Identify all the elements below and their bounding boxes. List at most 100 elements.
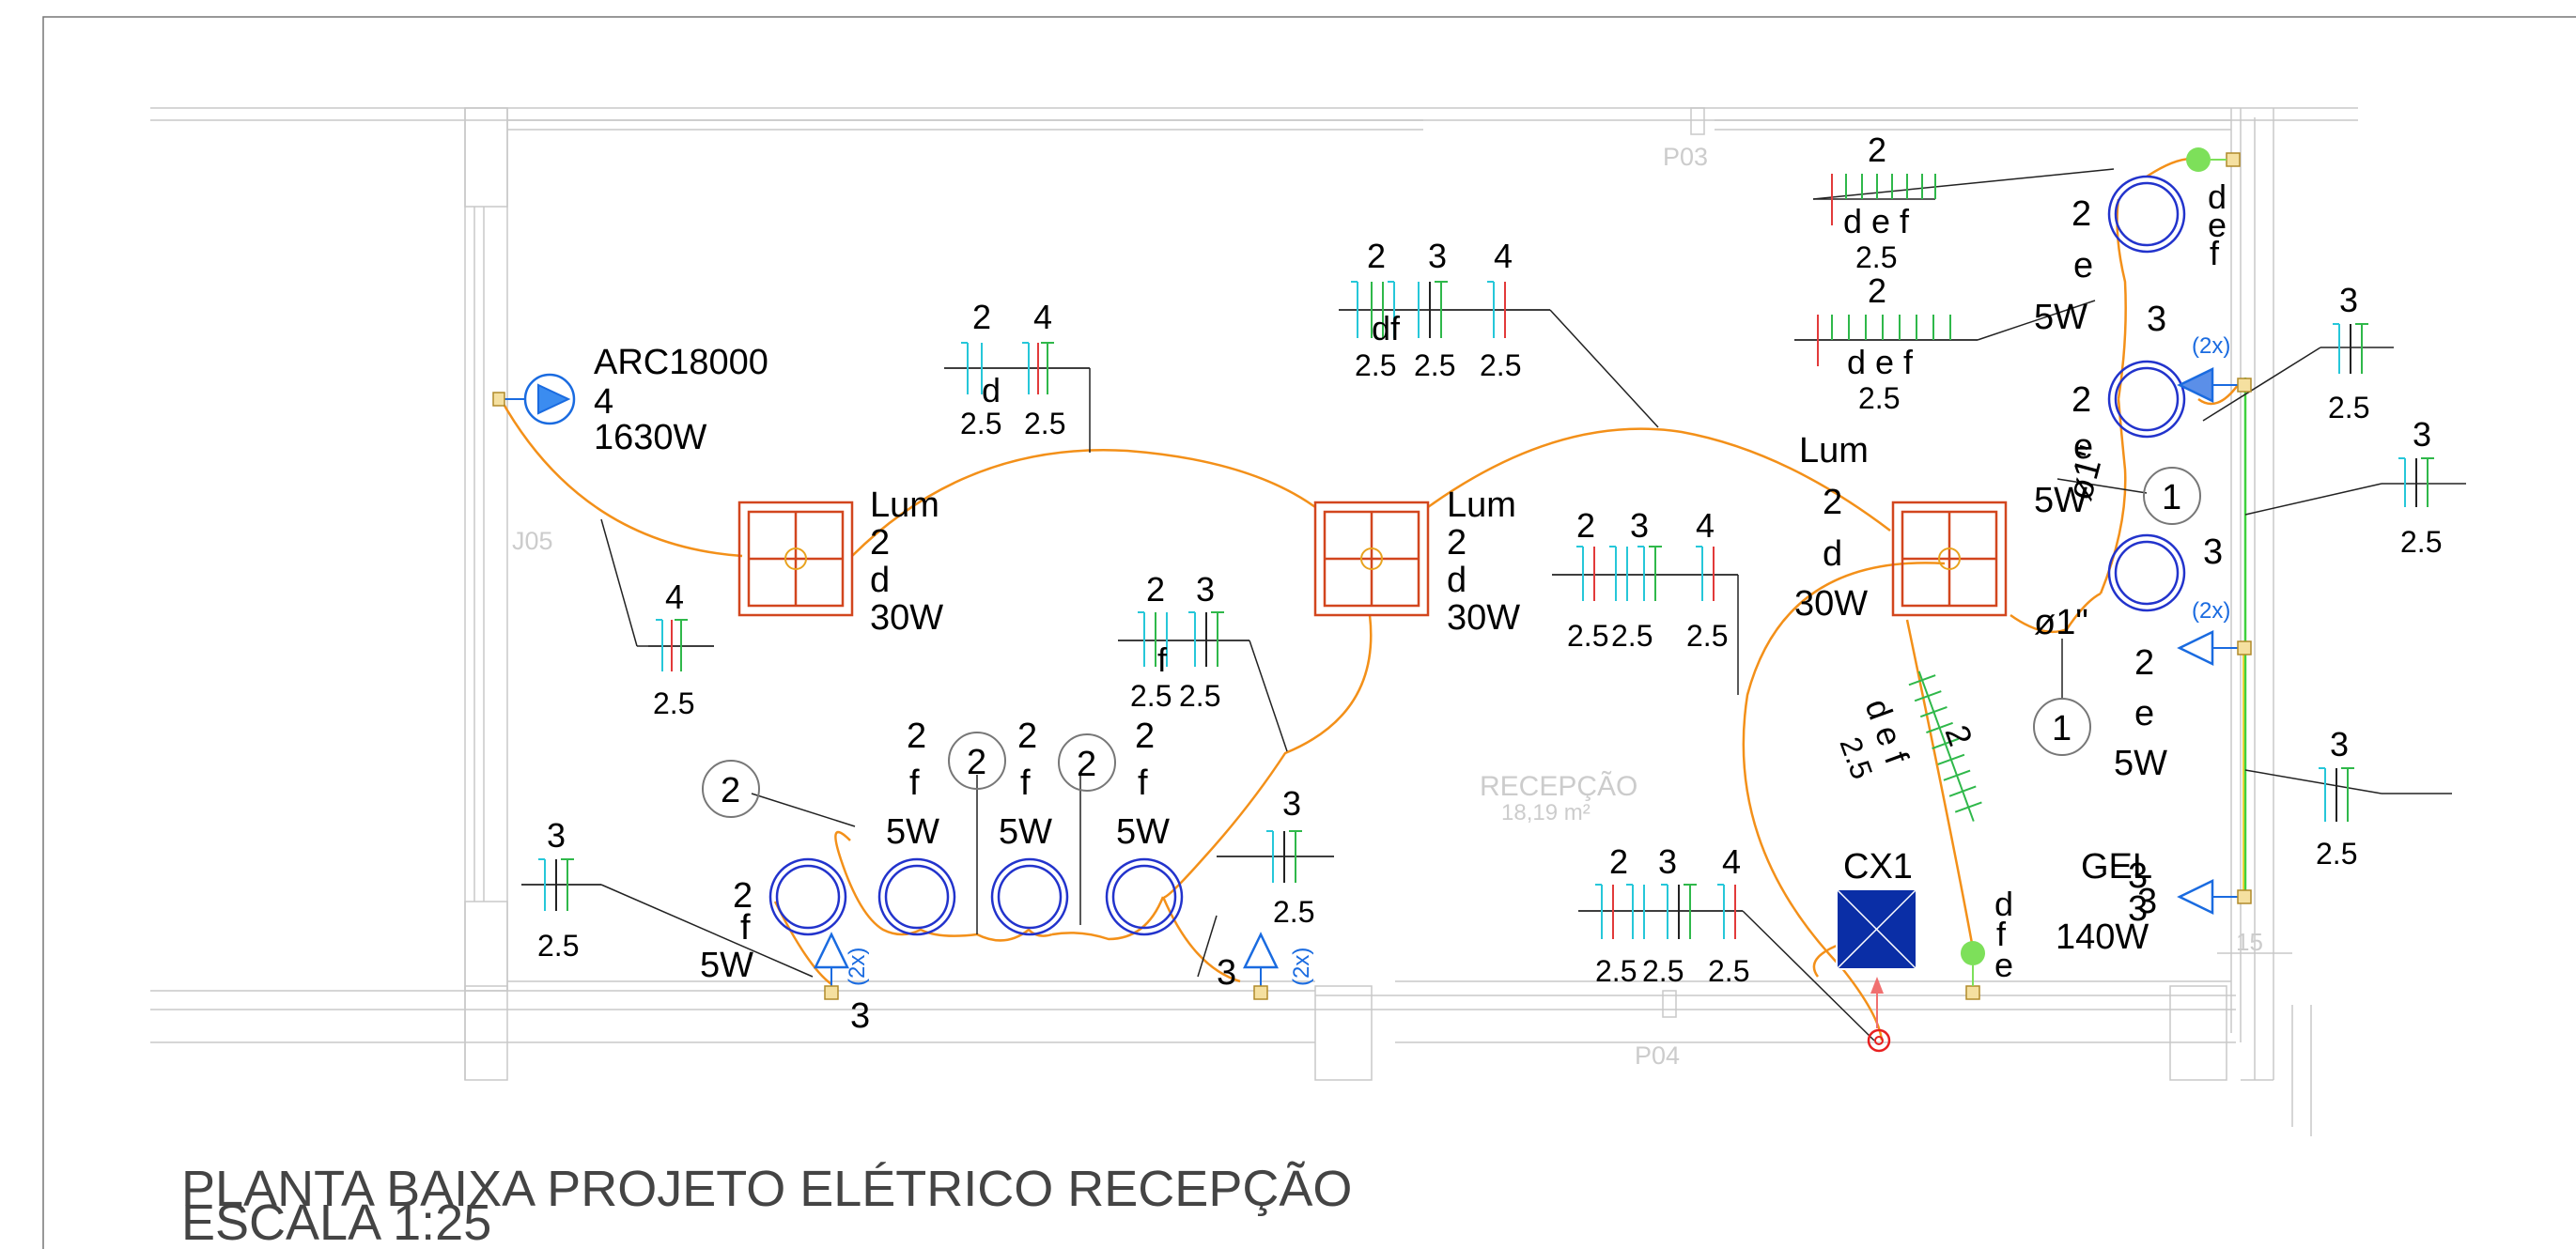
luminaire-3 [1891,501,2008,617]
spot-lamps-bottom [768,857,1184,936]
lum-2-type: Lum [1447,486,1516,525]
walls [150,107,2358,1136]
spot-r2-qty: 2 [2072,380,2091,420]
spot-lamps-right [2107,175,2186,612]
bottom-right-letter-e: e [1994,946,2013,984]
conduit-cx1 [1812,942,1842,978]
luminaire-2 [1313,501,1430,617]
wire-tag-right-mid [1794,315,1978,366]
conduit-right-outlet [2197,384,2240,406]
tag-r3-n: 3 [2330,725,2349,763]
tag-l2-letters: df [1372,309,1401,347]
circuit-mark-1: 2 [721,771,740,810]
tag-tr1-letters: d e f [1843,202,1910,240]
circuit-mark-6: 3 [2147,300,2166,339]
conduit-lum2-lum3 [1427,427,1891,532]
tag-lb-n1: 2 [1146,570,1165,609]
tag-r1-g: 2.5 [2328,391,2369,424]
conduit-spot1-outlet [773,901,832,986]
socket-tag-4: (2x) [1289,948,1314,986]
tag-r2-n: 3 [2413,415,2431,454]
wire-tag-right-3 [2319,767,2452,822]
top-right-letter-d: d [2208,177,2227,216]
lum-1-qty: 2 [870,523,890,563]
bottom-right-letter-d: d [1994,885,2013,923]
spot-b1-switch: f [740,908,751,948]
tag-tr1-n: 2 [1868,131,1886,169]
wire-tag-right-top [1813,174,1936,225]
ac-circuit: 4 [594,382,613,422]
tag-tr2-letters: d e f [1847,343,1914,381]
conduit-ac-lum1 [499,398,743,558]
tag-l1-g2: 2.5 [1024,407,1065,440]
lum-2-power: 30W [1447,598,1520,638]
conduit-spot4-outlet [1161,896,1241,983]
wire-tag-right-2 [2382,457,2466,507]
circuit-mark-2: 2 [967,743,986,782]
tag-l1-n1: 2 [972,298,991,336]
drawing-title: PLANTA BAIXA PROJETO ELÉTRICO RECEPÇÃO [181,1161,1352,1217]
lum-3-type: Lum [1799,431,1869,470]
circuit-mark-9: 3 [1217,953,1236,993]
circuit-mark-8: 3 [850,996,870,1036]
tag-bl-n: 3 [547,816,566,855]
tag-tr1-g: 2.5 [1855,240,1897,274]
spot-b1-qty: 2 [733,876,753,916]
spot-b2-power: 5W [886,812,939,852]
wire-tag-lum1-bottom [1118,611,1249,667]
circuit-mark-11: 3 [2128,889,2148,929]
outlets [814,147,2252,1000]
tag-l2-n1: 2 [1367,237,1386,275]
cx1-box [1836,888,1917,1053]
wire-tag-diagonal [1908,671,1982,822]
cx1-label: CX1 [1843,847,1913,887]
socket-tag-3: (2x) [845,948,870,986]
tag-bc-n2: 3 [1658,842,1677,881]
gel-code: GEL [2081,847,2152,887]
tag-l1-n2: 4 [1033,298,1052,336]
luminaire-1 [737,501,854,617]
spot-b2-switch: f [909,763,920,803]
spots-bottom-labels: 2 f 5W 2 f 5W 2 f 5W 2 f 5W [700,717,1170,985]
conduit-lum3-outlet [1905,619,1975,949]
spot-b3-qty: 2 [1017,717,1037,756]
tag-c-n3: 4 [1696,506,1715,545]
circuit-marks [702,467,2201,818]
conduit-spots-1-2 [834,830,1053,942]
wire-tag-bottom-left [521,858,601,911]
wire-tag-lum2 [1339,281,1550,338]
tag-bc-g2: 2.5 [1642,954,1684,988]
luminaire-3-labels: Lum 2 d 30W [1794,431,1869,624]
tag-l1-g1: 2.5 [960,407,1001,440]
wire-tags [521,174,2466,939]
spot-r1-switch: e [2073,246,2093,285]
tag-l2-g1: 2.5 [1355,348,1396,382]
grid-mark: 15 [2236,928,2263,956]
lum-1-power: 30W [870,598,943,638]
viewport-frame [42,16,2576,1249]
wire-tag-labels: 4 2.5 2 4 d 2.5 2.5 2 3 4 df 2.5 2.5 2.5… [537,131,2442,988]
tag-r2-g: 2.5 [2400,525,2442,559]
wire-tag-bottom-mid [1217,830,1334,883]
conduit-lum2-spots [1161,614,1373,899]
tag-bc-n3: 4 [1722,842,1741,881]
conduits [499,157,2240,1041]
gel-circuit: 3 [2137,882,2157,921]
conduit-lum1-lum2 [851,449,1316,557]
conduit-spots-3-4 [1051,896,1165,941]
ac-unit-symbol [492,373,576,425]
spots-right-labels: 2 e 5W 2 e 5W 2 e 5W [2034,194,2167,783]
tag-c-g2: 2.5 [1611,619,1653,653]
wire-tag-lum1 [944,342,1090,394]
spot-b3-switch: f [1020,763,1031,803]
luminaire-2-labels: Lum 2 d 30W [1447,486,1520,638]
spot-b3-power: 5W [999,812,1052,852]
spot-b1-power: 5W [700,946,753,985]
wire-tag-bottom-center [1578,884,1743,939]
wire-tag-right-1 [2320,323,2394,374]
circuit-mark-4: 1 [2162,478,2181,517]
lum-1-switch: d [870,561,890,600]
spot-b4-qty: 2 [1135,717,1155,756]
ac-power: 1630W [594,418,707,457]
